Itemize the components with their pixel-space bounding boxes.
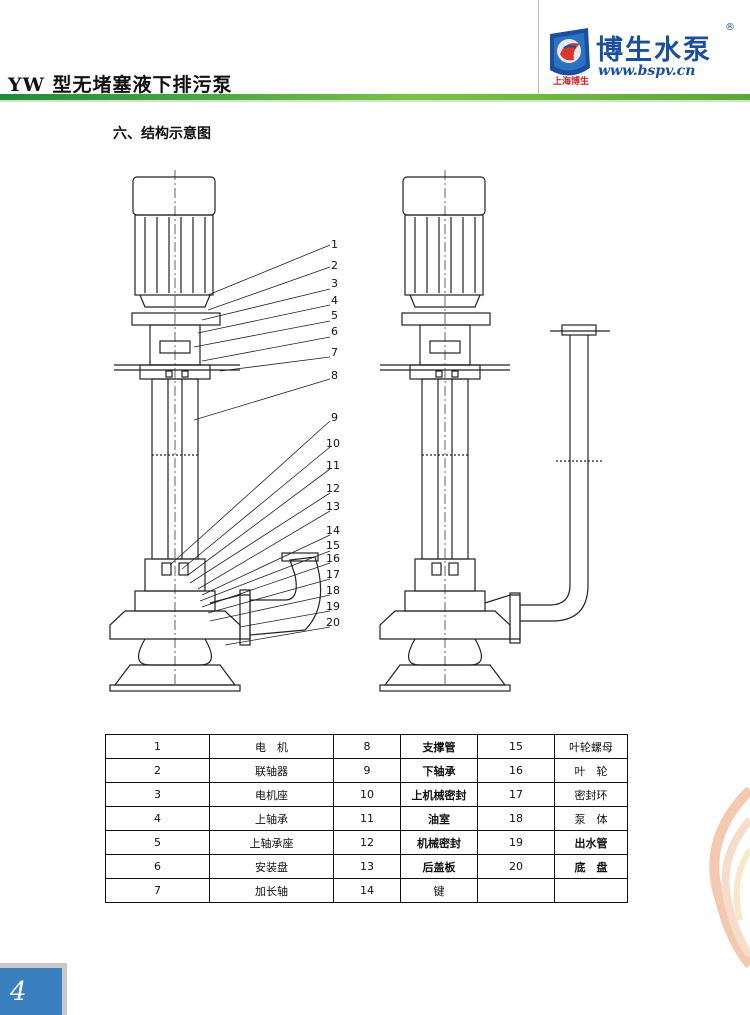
- part-number-cell: 4: [105, 806, 210, 831]
- part-number-cell: 11: [333, 806, 401, 831]
- callout-13: 13: [326, 500, 340, 513]
- part-number-cell: [477, 878, 555, 903]
- part-number-cell: 16: [477, 758, 555, 783]
- callout-2: 2: [331, 259, 338, 272]
- part-number-cell: 7: [105, 878, 210, 903]
- callout-1: 1: [331, 238, 338, 251]
- callout-6: 6: [331, 325, 338, 338]
- callout-16: 16: [326, 552, 340, 565]
- part-name-cell: 泵 体: [554, 806, 628, 831]
- part-number-cell: 9: [333, 758, 401, 783]
- part-name-cell: [554, 878, 628, 903]
- decorative-swirl-icon: [709, 786, 750, 969]
- callout-3: 3: [331, 277, 338, 290]
- part-name-cell: 密封环: [554, 782, 628, 807]
- part-name-cell: 底 盘: [554, 854, 628, 879]
- callout-9: 9: [331, 411, 338, 424]
- part-number-cell: 18: [477, 806, 555, 831]
- callout-19: 19: [326, 600, 340, 613]
- part-number-cell: 14: [333, 878, 401, 903]
- part-number-cell: 12: [333, 830, 401, 855]
- left-pump-drawing: [109, 170, 322, 692]
- callout-4: 4: [331, 294, 338, 307]
- right-pump-drawing: [379, 170, 610, 692]
- part-name-cell: 油室: [400, 806, 478, 831]
- part-name-cell: 电机座: [209, 782, 334, 807]
- callout-17: 17: [326, 568, 340, 581]
- page-number: 4: [10, 977, 27, 1007]
- header-green-bar-light: [0, 100, 750, 102]
- callout-15: 15: [326, 539, 340, 552]
- part-name-cell: 加长轴: [209, 878, 334, 903]
- brand-logo-icon: [550, 28, 590, 76]
- header-green-bar: [0, 94, 750, 100]
- callout-12: 12: [326, 482, 340, 495]
- part-name-cell: 上机械密封: [400, 782, 478, 807]
- page-tab: [0, 968, 62, 1015]
- part-number-cell: 17: [477, 782, 555, 807]
- callout-11: 11: [326, 459, 340, 472]
- callout-18: 18: [326, 584, 340, 597]
- part-number-cell: 13: [333, 854, 401, 879]
- part-name-cell: 支撑管: [400, 734, 478, 759]
- callout-14: 14: [326, 524, 340, 537]
- part-number-cell: 10: [333, 782, 401, 807]
- part-name-cell: 上轴承座: [209, 830, 334, 855]
- part-name-cell: 联轴器: [209, 758, 334, 783]
- part-name-cell: 下轴承: [400, 758, 478, 783]
- callout-leader-lines: [169, 244, 331, 646]
- part-number-cell: 5: [105, 830, 210, 855]
- callout-8: 8: [331, 369, 338, 382]
- registered-mark: ®: [725, 22, 735, 33]
- part-name-cell: 安装盘: [209, 854, 334, 879]
- section-title: 六、结构示意图: [113, 126, 211, 142]
- callout-10: 10: [326, 437, 340, 450]
- callout-7: 7: [331, 346, 338, 359]
- part-name-cell: 叶轮螺母: [554, 734, 628, 759]
- part-name-cell: 上轴承: [209, 806, 334, 831]
- brand-name: 博生水泵: [596, 35, 712, 66]
- brand-url[interactable]: www.bspv.cn: [598, 63, 696, 79]
- part-number-cell: 1: [105, 734, 210, 759]
- part-name-cell: 叶 轮: [554, 758, 628, 783]
- callout-20: 20: [326, 616, 340, 629]
- part-number-cell: 20: [477, 854, 555, 879]
- part-name-cell: 出水管: [554, 830, 628, 855]
- structure-diagram: [109, 170, 610, 692]
- header-divider: [538, 0, 539, 97]
- page-title: YW 型无堵塞液下排污泵: [8, 74, 233, 96]
- part-name-cell: 后盖板: [400, 854, 478, 879]
- part-number-cell: 15: [477, 734, 555, 759]
- part-number-cell: 2: [105, 758, 210, 783]
- part-number-cell: 3: [105, 782, 210, 807]
- part-name-cell: 机械密封: [400, 830, 478, 855]
- part-number-cell: 8: [333, 734, 401, 759]
- part-name-cell: 电 机: [209, 734, 334, 759]
- callout-5: 5: [331, 309, 338, 322]
- brand-subtitle: 上海博生: [553, 77, 590, 87]
- part-number-cell: 6: [105, 854, 210, 879]
- part-name-cell: 键: [400, 878, 478, 903]
- part-number-cell: 19: [477, 830, 555, 855]
